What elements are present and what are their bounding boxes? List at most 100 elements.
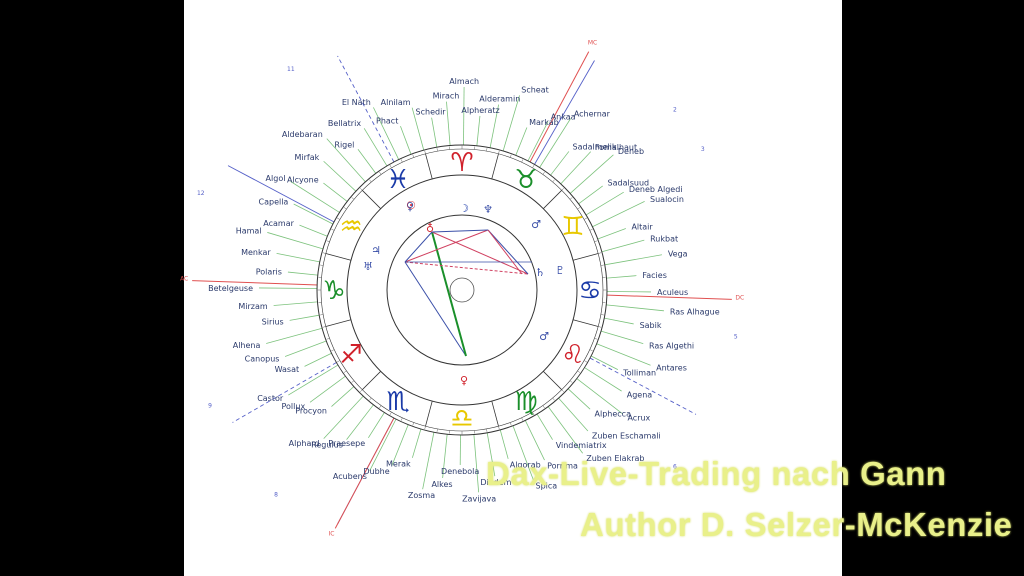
star-label: Alphecca — [595, 409, 632, 418]
star-ray — [373, 107, 400, 160]
zodiac-sign-glyph: ♒ — [339, 212, 362, 242]
star-ray — [304, 352, 332, 367]
inner-aspect-lines: ♀☉☽♆♂♃♅♄♇♂♀♁ — [363, 199, 565, 387]
star-ray — [442, 434, 448, 479]
planet-glyph: ♄ — [535, 266, 545, 279]
degree-tick — [379, 171, 382, 175]
star-ray — [550, 151, 570, 176]
degree-tick — [389, 411, 392, 416]
degree-tick — [343, 370, 347, 373]
planet-glyph: ♃ — [371, 244, 381, 257]
aspect-line — [431, 231, 467, 357]
star-label: Porrima — [547, 461, 578, 470]
star-ray — [489, 104, 500, 148]
star-ray — [287, 271, 318, 276]
star-ray — [600, 330, 644, 344]
degree-tick — [532, 411, 535, 416]
sign-divider — [543, 371, 562, 390]
zodiac-sign-glyph: ♋ — [578, 276, 601, 306]
star-label: Fomalhaut — [595, 143, 637, 152]
sign-divider — [572, 319, 599, 327]
star-label: Deneb Algedi — [629, 185, 683, 194]
star-ray — [569, 154, 614, 194]
star-ray — [289, 314, 320, 321]
aspect-line — [431, 231, 529, 275]
axis-label-ic: IC — [329, 530, 335, 537]
star-label: Menkar — [241, 248, 271, 257]
degree-tick — [594, 337, 598, 340]
axis-label-dc: DC — [735, 295, 744, 302]
star-label: Rukbat — [650, 235, 678, 244]
house-number: 12 — [197, 190, 205, 197]
degree-tick — [498, 150, 500, 154]
sign-divider — [491, 400, 499, 427]
star-label: Vindemiatrix — [556, 441, 607, 450]
star-ray — [323, 395, 364, 439]
house-number: 2 — [673, 106, 677, 113]
star-ray — [273, 301, 318, 306]
star-label: Mirach — [433, 92, 460, 101]
degree-tick — [331, 228, 335, 231]
star-rays — [259, 87, 664, 493]
planet-glyph: ☉ — [406, 199, 416, 212]
zodiac-sign-glyph: ♉ — [514, 165, 537, 195]
degree-tick — [583, 217, 588, 220]
star-label: Aldebaran — [282, 130, 323, 139]
planet-glyph: ♀ — [460, 374, 468, 387]
sign-divider — [425, 153, 433, 180]
star-label: Ras Algethi — [649, 341, 694, 350]
star-ray — [539, 118, 571, 168]
house-number: 6 — [673, 464, 677, 471]
star-label: Vega — [668, 250, 688, 259]
planet-glyph: ♂ — [531, 218, 541, 231]
star-ray — [606, 304, 664, 312]
star-ray — [476, 115, 481, 146]
aspect-line — [487, 229, 523, 275]
star-label: Altair — [631, 222, 653, 231]
star-label: Tolliman — [622, 368, 656, 377]
star-label: Markab — [529, 118, 559, 127]
degree-tick — [424, 150, 426, 154]
star-label: Alkes — [431, 480, 452, 489]
degree-tick — [542, 171, 545, 175]
star-ray — [363, 128, 388, 167]
star-label: Procyon — [295, 407, 327, 416]
zodiac-sign-glyph: ♌ — [561, 340, 584, 370]
caption-title: Dax-Live-Trading nach Gann — [486, 455, 947, 492]
star-ray — [601, 239, 645, 253]
house-number: 8 — [274, 492, 278, 499]
degree-tick — [521, 159, 524, 163]
star-ray — [431, 117, 438, 148]
star-ray — [323, 182, 348, 202]
degree-tick — [577, 207, 581, 210]
star-ray — [422, 432, 435, 490]
aspect-line — [404, 261, 529, 275]
star-label: Ankaa — [551, 112, 576, 121]
star-ray — [604, 317, 634, 325]
star-label: Alnilam — [381, 98, 411, 107]
star-labels: SchedirMirachAlmachAlpheratzAlderaminSch… — [208, 77, 720, 503]
star-ray — [293, 203, 334, 225]
star-ray — [578, 185, 603, 205]
degree-tick — [400, 417, 403, 421]
star-ray — [463, 87, 465, 146]
degree-tick — [509, 154, 512, 158]
star-label: Scheat — [521, 86, 549, 95]
degree-tick — [320, 314, 324, 316]
star-ray — [590, 355, 619, 370]
star-label: Alcyone — [287, 175, 319, 184]
star-ray — [499, 429, 509, 459]
degree-tick — [486, 428, 488, 432]
sign-ring — [346, 174, 578, 406]
degree-tick — [436, 148, 438, 152]
star-ray — [524, 420, 545, 461]
sign-divider — [572, 253, 599, 261]
star-ray — [502, 95, 520, 152]
degree-tick — [521, 417, 524, 421]
star-ray — [357, 149, 377, 174]
degree-tick — [594, 240, 598, 243]
degree-tick — [400, 159, 403, 163]
star-ray — [604, 254, 662, 266]
star-label: Aculeus — [657, 288, 688, 297]
degree-tick — [322, 252, 326, 254]
